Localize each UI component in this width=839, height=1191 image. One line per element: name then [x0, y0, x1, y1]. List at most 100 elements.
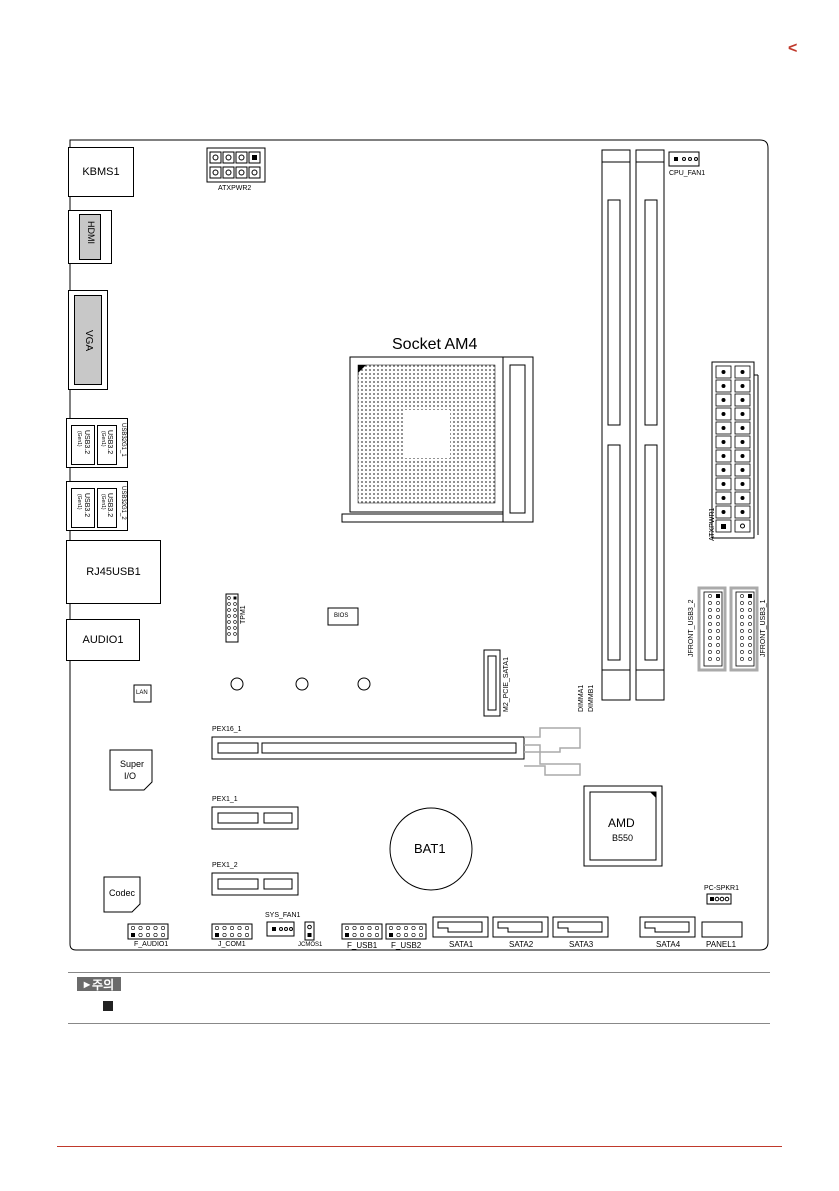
jfront-usb3-1-header [729, 586, 759, 672]
pin [233, 596, 237, 600]
j-com-label: J_COM1 [218, 941, 246, 948]
bat-label: BAT1 [414, 841, 446, 856]
pin [233, 620, 237, 624]
panel-label: PANEL1 [706, 940, 737, 949]
m2-label: M2_PCIE_SATA1 [503, 657, 510, 712]
codec-chip [103, 876, 141, 913]
pin [740, 468, 745, 472]
pin [403, 932, 408, 937]
sata4-label: SATA4 [656, 940, 681, 949]
hdmi-port: HDMI [68, 210, 112, 264]
pin [344, 925, 349, 930]
pin [748, 601, 752, 605]
pin [740, 523, 745, 529]
f-audio-header [127, 923, 169, 940]
hdmi-plate: HDMI [79, 214, 101, 260]
pin [740, 608, 744, 612]
vga-port: VGA [68, 290, 108, 390]
dimm-a-label: DIMMA1 [578, 684, 585, 712]
pin [708, 615, 712, 619]
pin [233, 626, 237, 630]
battery [389, 807, 473, 891]
pin [740, 440, 745, 444]
pin [748, 657, 752, 661]
cpu-fan-label: CPU_FAN1 [669, 170, 706, 177]
pin [708, 643, 712, 647]
pex16-slot [211, 727, 581, 776]
atxpwr2-connector [206, 147, 266, 183]
pex16-label: PEX16_1 [212, 726, 242, 733]
codec-label: Codec [109, 888, 136, 898]
pin [716, 636, 720, 640]
pin [230, 925, 235, 930]
usb-a-label: USB3.2 [83, 430, 90, 455]
rj45usb-port: RJ45USB1 [66, 540, 161, 604]
pin [227, 602, 231, 606]
pin [740, 384, 745, 388]
pin [716, 629, 720, 633]
pin [740, 629, 744, 633]
pin [345, 933, 349, 937]
cpu-fan-header [668, 151, 700, 167]
socket-label: Socket AM4 [392, 336, 478, 353]
lan-label: LAN [136, 690, 148, 696]
tpm-pins [227, 596, 237, 636]
footer-rule [57, 1146, 782, 1147]
pin [396, 925, 401, 930]
pin [708, 629, 712, 633]
pex1-1-label: PEX1_1 [212, 796, 238, 803]
pin [748, 594, 752, 598]
pin [138, 932, 143, 937]
pin [215, 925, 220, 930]
pin [374, 932, 379, 937]
pin [227, 614, 231, 618]
chipset [583, 785, 663, 867]
pin [227, 626, 231, 630]
pin [740, 615, 744, 619]
tpm-header [225, 593, 239, 643]
pin [740, 622, 744, 626]
pin [740, 657, 744, 661]
pin [359, 932, 364, 937]
jcmos-jumper [304, 921, 315, 941]
pin [411, 925, 416, 930]
usb-c-sub: (Gen1) [76, 494, 82, 510]
pin [222, 932, 227, 937]
pin [131, 933, 135, 937]
pin [230, 932, 235, 937]
pin [748, 622, 752, 626]
sata2-port [492, 916, 549, 938]
pin [227, 608, 231, 612]
sata1-label: SATA1 [449, 940, 474, 949]
sata3-label: SATA3 [569, 940, 594, 949]
tpm-label: TPM1 [240, 605, 247, 624]
board-outline [69, 139, 769, 951]
pin [233, 614, 237, 618]
pin [215, 933, 219, 937]
pex1-1-slot [211, 806, 299, 830]
pin [740, 454, 745, 458]
jfront-usb3-2-label: JFRONT_USB3_2 [688, 599, 695, 657]
pin [740, 510, 745, 514]
sata3-port [552, 916, 609, 938]
pin [740, 496, 745, 500]
vga-label: VGA [83, 330, 94, 352]
pin [740, 398, 745, 402]
pin [367, 932, 372, 937]
usb-port-a: USB3.2 (Gen1) [71, 425, 95, 465]
pin [721, 524, 726, 529]
hdmi-label: HDMI [86, 221, 96, 244]
jcmos-label: JCMOS1 [298, 942, 323, 948]
jfront-usb3-1-label: JFRONT_USB3_1 [760, 599, 767, 657]
pin [237, 932, 242, 937]
bios-chip [327, 607, 359, 626]
usb-a-sub: (Gen1) [76, 431, 82, 447]
pin [721, 510, 726, 514]
mounting-hole [230, 677, 244, 691]
back-arrow-icon[interactable]: < [788, 40, 798, 57]
caution-top-rule [68, 972, 770, 973]
pin [352, 925, 357, 930]
pin [146, 925, 151, 930]
pin1-square-icon [103, 1001, 113, 1011]
